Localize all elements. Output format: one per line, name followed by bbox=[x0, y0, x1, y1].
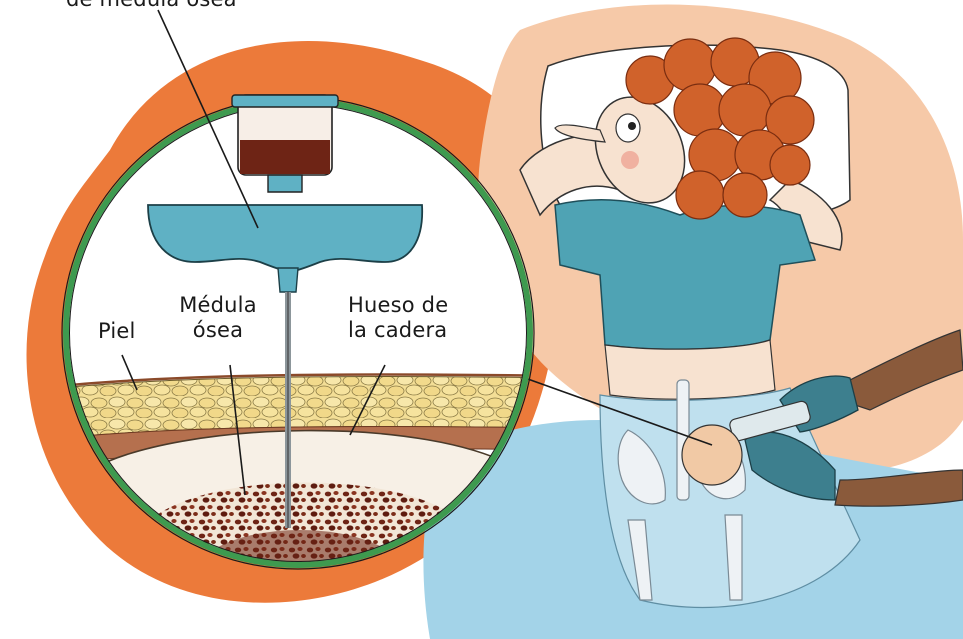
label-skin: Piel bbox=[98, 319, 136, 344]
doctor-hands bbox=[681, 329, 963, 507]
patient-hair bbox=[625, 37, 815, 220]
label-bone: Hueso de la cadera bbox=[348, 293, 448, 343]
syringe-icon bbox=[147, 94, 424, 293]
syringe-handle bbox=[147, 204, 424, 273]
label-marrow-line1: Médula bbox=[179, 293, 257, 317]
label-marrow: Médula ósea bbox=[172, 293, 264, 343]
callout-leader-line bbox=[524, 377, 713, 446]
label-bone-line2: la cadera bbox=[348, 318, 448, 342]
pointer-bone bbox=[349, 364, 386, 436]
skin-layer bbox=[66, 373, 530, 390]
pointer-top bbox=[157, 9, 259, 229]
label-skin-text: Piel bbox=[98, 319, 136, 343]
label-top-cut: de médula ósea bbox=[66, 0, 237, 12]
label-bone-line1: Hueso de bbox=[348, 293, 449, 317]
pointer-skin bbox=[121, 354, 138, 391]
label-top-cut-text: de médula ósea bbox=[66, 0, 237, 12]
label-marrow-line2: ósea bbox=[192, 318, 244, 342]
pointer-marrow bbox=[229, 364, 246, 496]
